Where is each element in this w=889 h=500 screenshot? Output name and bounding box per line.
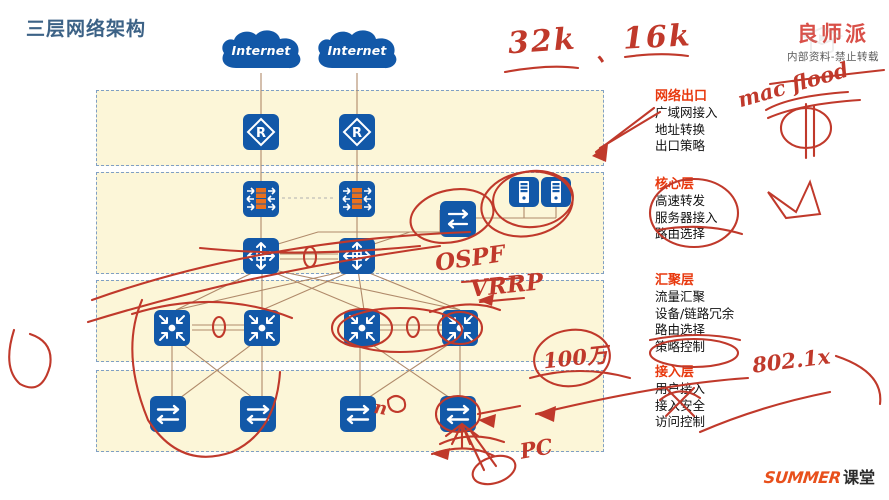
server-icon	[519, 181, 529, 203]
access-switch-icon	[346, 404, 370, 425]
aggregation-switch-device-2	[244, 310, 280, 346]
aggregation-switch-device-3	[344, 310, 380, 346]
annotation-line: 策略控制	[655, 338, 706, 354]
handwriting-802-1x: 802.1x	[750, 343, 832, 378]
router-icon: R	[246, 117, 276, 147]
internet-cloud-2: Internet	[314, 28, 400, 72]
handwriting-32k: 32k	[506, 21, 578, 62]
internet-cloud-label: Internet	[327, 42, 387, 58]
router-icon: R	[342, 117, 372, 147]
access-switch-device-1	[150, 396, 186, 432]
layer3-switch-device	[440, 201, 476, 237]
core-switch-device-2	[339, 238, 375, 274]
aggregation-switch-device-1	[154, 310, 190, 346]
handwriting-separator: 、	[596, 41, 619, 67]
handwriting-16k: 16k	[622, 18, 693, 57]
access-switch-device-3	[340, 396, 376, 432]
annotation-line: 设备/链路冗余	[655, 305, 735, 321]
annotation-heading: 核心层	[655, 177, 695, 192]
access-switch-icon	[446, 404, 470, 425]
annotation-heading: 接入层	[655, 365, 695, 380]
access-switch-icon	[246, 404, 270, 425]
annotation-access-layer: 接入层 用户接入 接入安全 访问控制	[655, 364, 760, 431]
internet-cloud-icon	[222, 30, 301, 69]
core-switch-icon	[247, 242, 275, 270]
annotation-line: 访问控制	[655, 414, 706, 429]
internet-cloud-1: Internet	[218, 28, 304, 72]
watermark: 良师派 内部资料-禁止转载	[787, 18, 879, 64]
firewall-icon	[342, 187, 372, 211]
internet-cloud-label: Internet	[231, 42, 291, 58]
aggregation-switch-icon	[249, 315, 275, 341]
annotation-line: 高速转发	[655, 193, 706, 208]
annotation-network-exit: 网络出口 广域网接入 地址转换 出口策略	[655, 88, 760, 155]
brand-logo-cn: 课堂	[842, 468, 875, 487]
aggregation-switch-icon	[159, 315, 185, 341]
core-switch-device-1	[243, 238, 279, 274]
access-switch-device-2	[240, 396, 276, 432]
internet-cloud-icon	[318, 30, 397, 69]
access-switch-device-4	[440, 396, 476, 432]
router-device-2: R	[339, 114, 375, 150]
annotation-line: 路由选择	[655, 226, 706, 241]
annotation-line: 地址转换	[655, 121, 706, 137]
annotation-line: 路由选择	[655, 322, 706, 337]
annotation-line: 服务器接入	[655, 209, 718, 225]
aggregation-switch-device-4	[442, 310, 478, 346]
graduation-cap-icon	[800, 26, 844, 54]
annotation-aggregation-layer: 汇聚层 流量汇聚 设备/链路冗余 路由选择 策略控制	[655, 272, 760, 355]
firewall-device-1	[243, 181, 279, 217]
watermark-title: 良师派	[796, 21, 869, 46]
annotation-core-layer: 核心层 高速转发 服务器接入 路由选择	[655, 176, 760, 243]
annotation-line: 出口策略	[655, 138, 706, 153]
watermark-subtitle: 内部资料-禁止转载	[786, 51, 879, 63]
svg-text:R: R	[352, 126, 362, 141]
svg-text:R: R	[256, 126, 266, 141]
annotation-line: 流量汇聚	[655, 289, 706, 304]
layer3-switch-icon	[447, 209, 469, 229]
firewall-icon	[246, 187, 276, 211]
access-switch-icon	[156, 404, 180, 425]
annotation-heading: 网络出口	[655, 89, 708, 104]
server-icon	[551, 181, 561, 203]
server-device-1	[509, 177, 539, 207]
annotation-heading: 汇聚层	[655, 273, 695, 288]
brand-logo-en: SUMMER	[763, 468, 842, 487]
annotation-line: 接入安全	[655, 397, 706, 413]
brand-logo: SUMMER 课堂	[763, 464, 875, 488]
firewall-device-2	[339, 181, 375, 217]
server-device-2	[541, 177, 571, 207]
core-switch-icon	[343, 242, 371, 270]
router-device-1: R	[243, 114, 279, 150]
annotation-line: 用户接入	[655, 381, 706, 396]
annotation-line: 广域网接入	[655, 105, 718, 120]
aggregation-switch-icon	[349, 315, 375, 341]
aggregation-switch-icon	[447, 315, 473, 341]
page-title: 三层网络架构	[26, 18, 147, 40]
